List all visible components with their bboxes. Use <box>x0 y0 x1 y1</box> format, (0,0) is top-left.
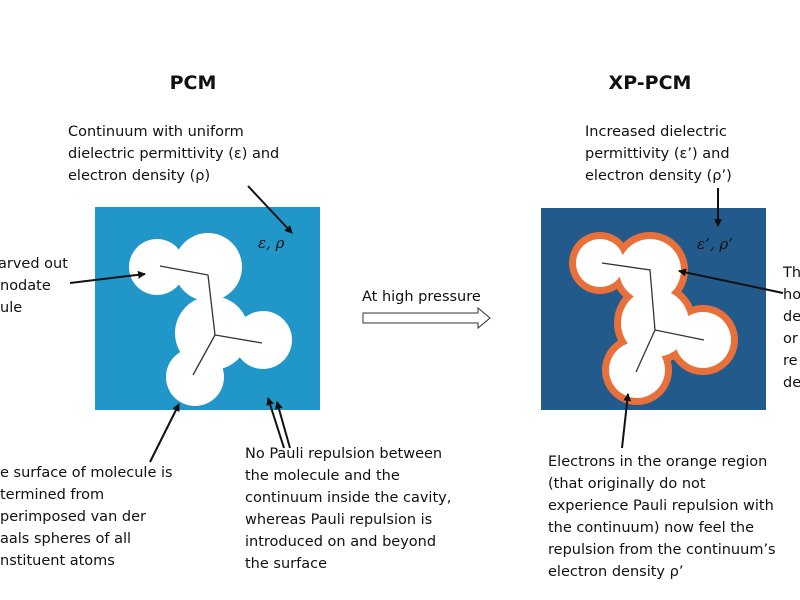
note-line: electron density (ρ) <box>68 168 210 184</box>
pcm-bottom-left-note: e surface of molecule is termined from p… <box>0 465 173 569</box>
note-line: introduced on and beyond <box>245 534 436 550</box>
note-line: (that originally do not <box>548 476 706 492</box>
pcm-left-note: arved out nodate ule <box>0 256 68 316</box>
note-line: No Pauli repulsion between <box>245 446 442 462</box>
note-line: aals spheres of all <box>0 531 131 547</box>
note-line: e surface of molecule is <box>0 465 173 481</box>
note-line: arved out <box>0 256 68 272</box>
note-line: de <box>783 309 800 325</box>
molecule-bonds <box>159 265 263 344</box>
molecule-bond <box>192 334 216 376</box>
pcm-top-note: Continuum with uniform dielectric permit… <box>68 124 279 184</box>
note-line: experience Pauli repulsion with <box>548 498 774 514</box>
arrow <box>266 397 285 449</box>
note-line: electron density ρ’ <box>548 564 683 580</box>
note-line: whereas Pauli repulsion is <box>245 512 432 528</box>
note-line: the molecule and the <box>245 468 400 484</box>
transition-label: At high pressure <box>362 289 481 305</box>
arrow <box>621 393 632 449</box>
pcm-title: PCM <box>170 72 217 94</box>
note-line: permittivity (ε’) and <box>585 146 730 162</box>
note-line: continuum inside the cavity, <box>245 490 451 506</box>
xppcm-right-note: Th ho de or re de <box>782 265 800 391</box>
arrow <box>149 403 180 463</box>
xppcm-arrows <box>621 188 784 449</box>
note-line: nodate <box>0 278 51 294</box>
note-line: Th <box>782 265 800 281</box>
outline-arrow-icon <box>362 306 491 330</box>
note-line: repulsion from the continuum’s <box>548 542 776 558</box>
note-line: de <box>783 375 800 391</box>
note-line: the continuum) now feel the <box>548 520 754 536</box>
xppcm-symbol: ε’, ρ’ <box>697 235 733 253</box>
note-line: electron density (ρ’) <box>585 168 732 184</box>
arrow <box>678 268 784 294</box>
pcm-symbol: ε, ρ <box>258 234 285 252</box>
arrow <box>69 270 146 284</box>
note-line: Electrons in the orange region <box>548 454 767 470</box>
molecular-cavity <box>129 233 292 406</box>
note-line: the surface <box>245 556 327 572</box>
arrow <box>275 401 291 449</box>
note-line: ho <box>783 287 800 303</box>
note-line: Increased dielectric <box>585 124 727 140</box>
note-line: or <box>783 331 798 347</box>
note-line: Continuum with uniform <box>68 124 244 140</box>
note-line: termined from <box>0 487 104 503</box>
molecule-bonds <box>601 262 705 341</box>
xppcm-bottom-note: Electrons in the orange region (that ori… <box>548 454 776 580</box>
note-line: perimposed van der <box>0 509 146 525</box>
note-line: dielectric permittivity (ε) and <box>68 146 279 162</box>
pcm-bottom-right-note: No Pauli repulsion between the molecule … <box>245 446 451 572</box>
pcm-arrows <box>69 185 293 463</box>
arrow <box>247 185 293 234</box>
xppcm-title: XP-PCM <box>609 72 692 94</box>
note-line: nstituent atoms <box>0 553 115 569</box>
molecule-bond <box>635 329 656 373</box>
xppcm-top-note: Increased dielectric permittivity (ε’) a… <box>585 124 732 184</box>
note-line: re <box>783 353 798 369</box>
note-line: ule <box>0 300 22 316</box>
